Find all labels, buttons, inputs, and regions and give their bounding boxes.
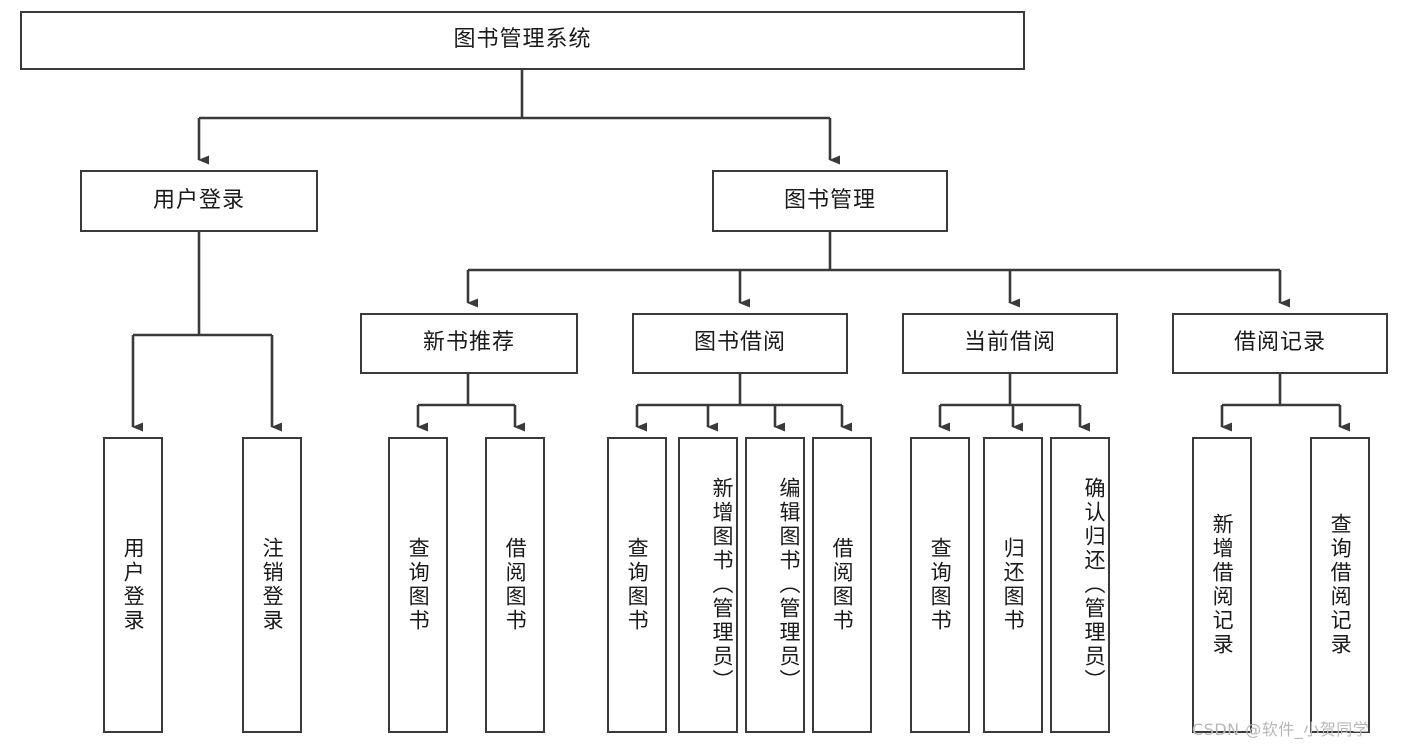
node-root[interactable]: 图书管理系统 (20, 11, 1025, 70)
node-leaf-borrow-book-2-label: 借阅图书 (830, 537, 855, 633)
node-borrow-record[interactable]: 借阅记录 (1172, 313, 1388, 374)
node-leaf-add-record-label: 新增借阅记录 (1210, 513, 1235, 657)
node-leaf-edit-book[interactable]: 编辑图书（管理员） (745, 437, 805, 733)
node-current-borrow[interactable]: 当前借阅 (902, 313, 1118, 374)
node-leaf-logout-label: 注销登录 (260, 537, 285, 633)
node-leaf-borrow-book-1-label: 借阅图书 (503, 537, 528, 633)
node-new-book-recommend[interactable]: 新书推荐 (360, 313, 578, 374)
node-leaf-add-book-label: 新增图书（管理员） (710, 477, 734, 693)
node-book-borrow-label: 图书借阅 (693, 330, 786, 356)
node-leaf-query-book-1[interactable]: 查询图书 (388, 437, 448, 733)
node-book-manage-label: 图书管理 (783, 187, 876, 213)
node-leaf-query-book-1-label: 查询图书 (406, 537, 431, 633)
node-leaf-borrow-book-1[interactable]: 借阅图书 (485, 437, 545, 733)
node-book-manage[interactable]: 图书管理 (712, 170, 948, 232)
node-leaf-user-login-label: 用户登录 (121, 537, 146, 633)
node-current-borrow-label: 当前借阅 (963, 330, 1056, 356)
node-book-borrow[interactable]: 图书借阅 (632, 313, 848, 374)
node-leaf-confirm-return[interactable]: 确认归还（管理员） (1050, 437, 1110, 733)
csdn-watermark: CSDN @软件_小贺同学 (1192, 720, 1370, 739)
node-new-book-recommend-label: 新书推荐 (422, 330, 515, 356)
node-leaf-confirm-return-label: 确认归还（管理员） (1082, 477, 1106, 693)
node-user-login[interactable]: 用户登录 (80, 170, 318, 232)
node-leaf-borrow-book-2[interactable]: 借阅图书 (812, 437, 872, 733)
node-borrow-record-label: 借阅记录 (1233, 330, 1326, 356)
node-leaf-query-book-2-label: 查询图书 (625, 537, 650, 633)
node-leaf-edit-book-label: 编辑图书（管理员） (777, 477, 801, 693)
node-leaf-add-book[interactable]: 新增图书（管理员） (678, 437, 738, 733)
node-leaf-query-book-3[interactable]: 查询图书 (910, 437, 970, 733)
node-leaf-add-record[interactable]: 新增借阅记录 (1192, 437, 1252, 733)
node-leaf-return-book[interactable]: 归还图书 (983, 437, 1043, 733)
node-leaf-query-book-3-label: 查询图书 (928, 537, 953, 633)
node-leaf-query-book-2[interactable]: 查询图书 (607, 437, 667, 733)
node-leaf-query-record[interactable]: 查询借阅记录 (1310, 437, 1370, 733)
node-leaf-user-login[interactable]: 用户登录 (103, 437, 163, 733)
node-leaf-query-record-label: 查询借阅记录 (1328, 513, 1353, 657)
node-leaf-logout[interactable]: 注销登录 (242, 437, 302, 733)
node-root-label: 图书管理系统 (453, 27, 592, 53)
node-leaf-return-book-label: 归还图书 (1001, 537, 1026, 633)
node-user-login-label: 用户登录 (152, 187, 245, 213)
